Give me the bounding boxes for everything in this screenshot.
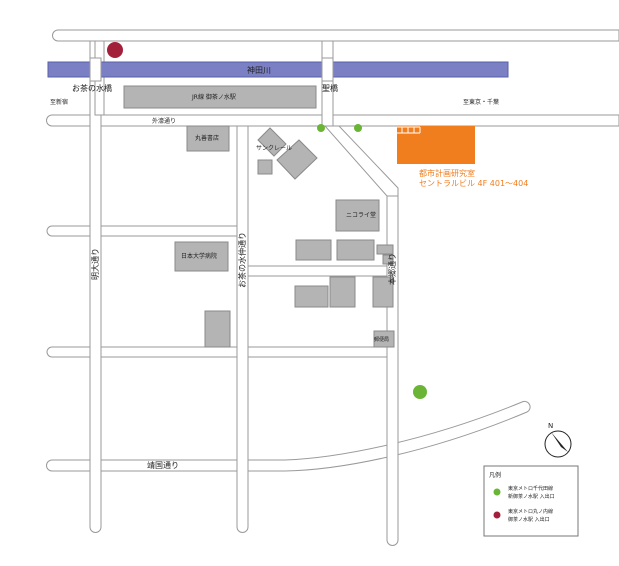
bridge-ochanomizu bbox=[89, 57, 102, 82]
compass-needle-icon bbox=[551, 432, 568, 452]
label-nihon-univ-hospital: 日本大学病院 bbox=[181, 252, 217, 260]
buildings bbox=[123, 85, 395, 348]
road-middle-ew bbox=[247, 265, 399, 277]
building-sunkleer-a bbox=[257, 127, 287, 157]
kanda-river bbox=[47, 61, 509, 78]
road-ochanomizu-nakadori bbox=[236, 125, 249, 533]
street-yasukuni: 靖国通り bbox=[147, 460, 179, 470]
destination-address: セントラルビル 4F 401～404 bbox=[419, 179, 528, 188]
building-post-office bbox=[373, 330, 395, 348]
road-lower-ew bbox=[46, 346, 399, 358]
destination-name: 都市計画研究室 bbox=[419, 168, 475, 178]
building-sunkleer-c bbox=[257, 159, 273, 175]
street-ochanomizu-nakadori: お茶の水仲通り bbox=[237, 232, 247, 288]
legend-marunouchi-marker bbox=[493, 511, 501, 519]
building-nicolai bbox=[335, 199, 380, 232]
building-hospital-annex bbox=[204, 310, 231, 348]
building-block-7 bbox=[372, 276, 394, 308]
building-nihon-univ-hospital bbox=[174, 241, 229, 272]
street-sotobori: 外濠通り bbox=[152, 117, 176, 125]
building-block-3 bbox=[376, 244, 394, 255]
building-block-6 bbox=[329, 276, 356, 308]
building-block-4 bbox=[382, 254, 394, 265]
road-meidai bbox=[89, 40, 102, 533]
label-post-office: 郵便局 bbox=[374, 336, 389, 343]
label-maruzen: 丸善書店 bbox=[195, 134, 219, 142]
building-block-2 bbox=[336, 239, 375, 261]
building-sunkleer-b bbox=[276, 139, 318, 180]
road-network bbox=[46, 29, 619, 546]
compass-circle bbox=[544, 430, 572, 458]
legend-chiyoda-marker bbox=[493, 488, 501, 496]
direction-east: 至東京・千葉 bbox=[463, 98, 499, 106]
road-yasukuni bbox=[46, 400, 531, 472]
compass: N bbox=[544, 422, 572, 458]
street-hongo: 本郷通り bbox=[387, 253, 397, 285]
legend: 凡例 東京メトロ千代田線 新御茶ノ水駅 入出口 東京メトロ丸ノ内線 御茶ノ水駅 … bbox=[483, 465, 579, 537]
legend-marunouchi-line2: 御茶ノ水駅 入出口 bbox=[508, 516, 550, 523]
chiyoda-exit-marker-1 bbox=[317, 124, 325, 132]
road-diagonal bbox=[323, 125, 399, 197]
direction-west: 至新宿 bbox=[50, 98, 68, 106]
building-block-1 bbox=[295, 239, 332, 261]
legend-marunouchi-line1: 東京メトロ丸ノ内線 bbox=[508, 508, 553, 515]
bridge-hijiri bbox=[321, 57, 334, 82]
compass-north-label: N bbox=[548, 422, 553, 430]
chiyoda-exit-marker-3 bbox=[413, 385, 427, 399]
destination-building bbox=[397, 126, 475, 164]
building-block-5 bbox=[294, 285, 329, 308]
building-maruzen bbox=[186, 125, 230, 152]
legend-chiyoda-line2: 新御茶ノ水駅 入出口 bbox=[508, 493, 555, 500]
road-north-edge bbox=[52, 29, 619, 42]
label-sunkleer: サンクレール bbox=[256, 145, 292, 152]
bridge-hijiri-label: 聖橋 bbox=[322, 83, 338, 93]
marunouchi-exit-marker bbox=[107, 42, 123, 58]
river-label: 神田川 bbox=[247, 65, 271, 75]
street-meidai: 明大通り bbox=[90, 248, 100, 280]
destination-entrance-marks bbox=[397, 126, 421, 134]
label-nicolai: ニコライ堂 bbox=[346, 211, 376, 219]
chiyoda-exit-marker-2 bbox=[354, 124, 362, 132]
building-jr-station bbox=[123, 85, 317, 109]
legend-box bbox=[483, 465, 579, 537]
legend-title: 凡例 bbox=[489, 471, 501, 479]
bridge-ochanomizu-label: お茶の水橋 bbox=[72, 83, 112, 93]
legend-chiyoda-line1: 東京メトロ千代田線 bbox=[508, 485, 553, 492]
road-upper-ew bbox=[46, 225, 249, 237]
label-jr-station: JR線 御茶ノ水駅 bbox=[191, 93, 236, 101]
